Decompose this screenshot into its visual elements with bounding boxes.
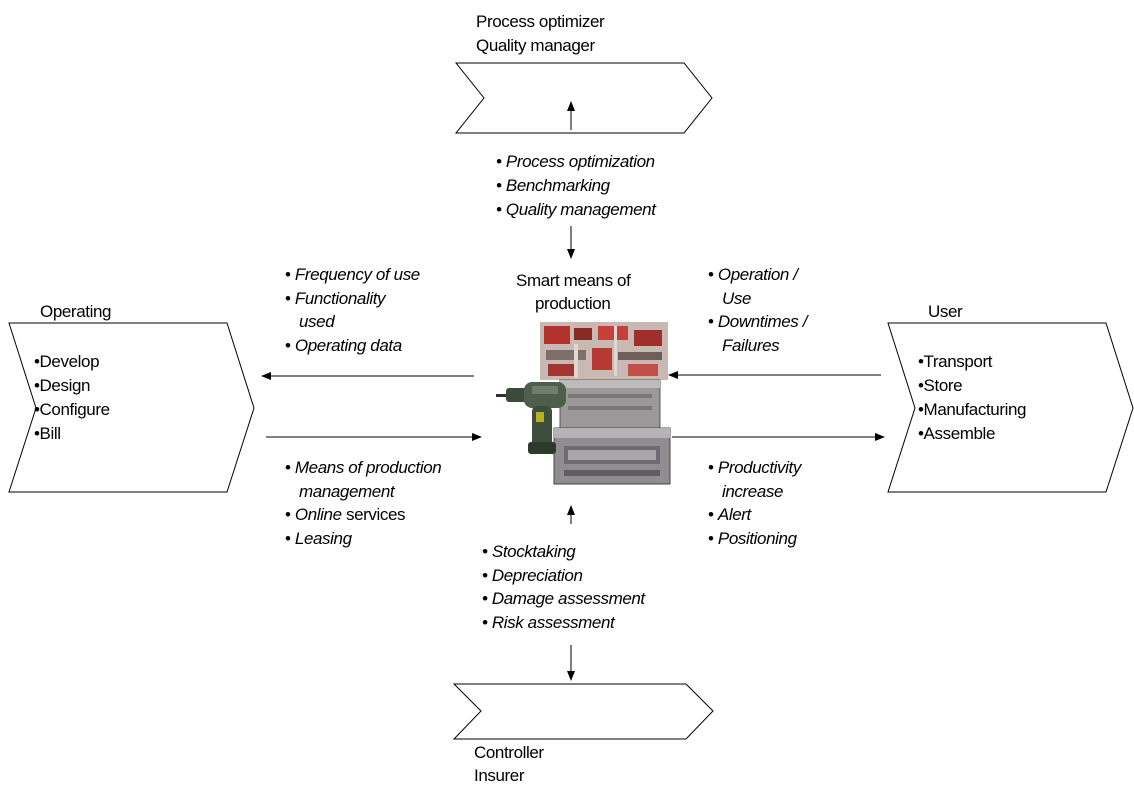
right-chevron	[887, 322, 1134, 493]
right-chevron-items: •Transport •Store •Manufacturing •Assemb…	[918, 350, 1026, 446]
list-item: Use	[722, 288, 752, 308]
list-item: • Functionality	[285, 288, 386, 308]
left-chevron	[8, 322, 255, 493]
list-item: • Operation /	[708, 265, 798, 284]
right-upper-items: • Operation / Use • Downtimes / Failures	[708, 263, 807, 357]
left-lower-items: • Means of production management • Onlin…	[285, 456, 442, 550]
center-title-line2: production	[535, 294, 611, 313]
circuit-board-icon	[540, 322, 668, 380]
left-upper-items: • Frequency of use • Functionality used …	[285, 263, 420, 357]
list-item: • Online services	[285, 505, 406, 524]
list-item: • Means of production	[285, 458, 442, 477]
list-item: • Benchmarking	[496, 176, 610, 195]
list-item: • Depreciation	[482, 565, 583, 585]
left-chevron-items: •Develop •Design •Configure •Bill	[34, 350, 110, 446]
list-item: used	[299, 312, 335, 331]
list-item: •Transport	[918, 352, 993, 371]
right-lower-items: • Productivity increase • Alert • Positi…	[708, 456, 801, 550]
center-title-line1: Smart means of	[516, 271, 631, 290]
list-item: • Productivity	[708, 458, 801, 477]
list-item: • Stocktaking	[482, 542, 576, 561]
list-item: • Operating data	[285, 335, 402, 355]
list-item: • Downtimes /	[708, 312, 808, 331]
bottom-role-title-line2: Insurer	[474, 766, 525, 785]
top-chevron	[454, 62, 713, 134]
list-item: • Risk assessment	[482, 612, 615, 632]
list-item: • Positioning	[708, 528, 797, 548]
bottom-role-title-line1: Controller	[474, 743, 544, 762]
top-items-list: • Process optimization • Benchmarking • …	[496, 150, 656, 222]
list-item: • Process optimization	[496, 152, 655, 171]
list-item: • Leasing	[285, 528, 352, 548]
list-item: • Alert	[708, 505, 751, 524]
list-item: • Quality management	[496, 200, 656, 219]
right-role-title: User	[928, 302, 963, 321]
machine-boxes-icon	[553, 379, 671, 485]
list-item: •Assemble	[918, 424, 995, 443]
list-item: •Manufacturing	[918, 400, 1027, 419]
list-item: increase	[722, 481, 784, 501]
top-role-title-line1: Process optimizer	[476, 12, 605, 31]
smart-device-image	[496, 322, 671, 485]
list-item: management	[299, 481, 395, 501]
list-item: • Frequency of use	[285, 265, 420, 284]
list-item: •Design	[34, 376, 91, 395]
list-item: •Develop	[34, 352, 100, 371]
left-role-title: Operating	[40, 302, 112, 321]
list-item: •Bill	[34, 424, 61, 443]
top-role-title-line2: Quality manager	[476, 36, 595, 55]
bottom-chevron	[452, 683, 714, 740]
list-item: •Configure	[34, 400, 110, 419]
list-item: Failures	[722, 335, 780, 355]
bottom-items-list: • Stocktaking • Depreciation • Damage as…	[482, 540, 645, 634]
drill-icon	[496, 382, 566, 454]
list-item: • Damage assessment	[482, 589, 645, 608]
list-item: •Store	[918, 376, 963, 395]
